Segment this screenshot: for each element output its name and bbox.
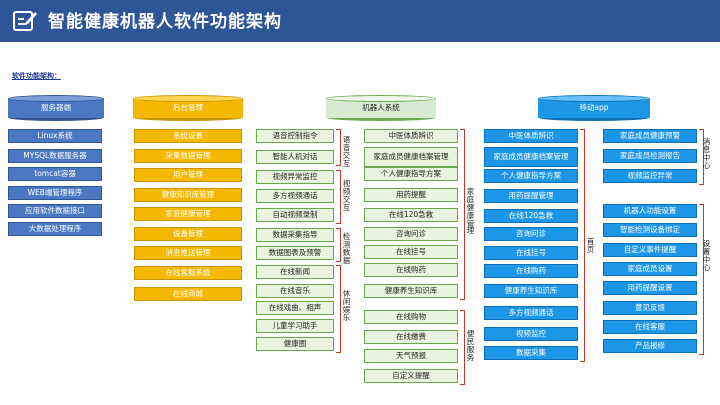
group-label-video: 视频交互 <box>342 179 351 212</box>
backend-item: 在线客服系统 <box>134 266 242 280</box>
app-home-item: 健康养生知识库 <box>484 284 578 298</box>
group-label-settings: 设置中心 <box>702 239 711 272</box>
server-item: 大数据处理程序 <box>8 222 102 236</box>
app-home-item: 在线120急救 <box>484 209 578 223</box>
robot-leisure-item: 在线新闻 <box>256 265 334 279</box>
robot-health-item: 个人健康指导方案 <box>364 167 458 181</box>
group-label-voice: 语音交互 <box>342 135 351 168</box>
robot-leisure-item: 在线音乐 <box>256 284 334 298</box>
app-header: 移动app <box>538 95 650 121</box>
bracket-voice <box>336 129 341 166</box>
bracket-health <box>460 129 465 300</box>
app-home-item: 多方视频通话 <box>484 306 578 320</box>
backend-item: 用户管理 <box>134 168 242 182</box>
server-header: 服务器端 <box>8 95 104 121</box>
robot-health-item: 健康养生知识库 <box>364 284 458 298</box>
backend-item: 消息推送管理 <box>134 246 242 260</box>
server-item: Linux系统 <box>8 129 102 143</box>
server-title: 服务器端 <box>41 103 71 112</box>
server-item: 应用软件数据接口 <box>8 204 102 218</box>
app-home-item: 中医体质辨识 <box>484 129 578 143</box>
robot-convenience-item: 在线缴费 <box>364 330 458 344</box>
robot-convenience-item: 天气预报 <box>364 349 458 363</box>
robot-health-item: 在线120急救 <box>364 208 458 222</box>
app-settings-item: 用药提醒设置 <box>603 281 697 295</box>
robot-health-item: 咨询问诊 <box>364 227 458 241</box>
backend-title: 后台管理 <box>173 103 203 112</box>
server-item: MYSQL数据服务器 <box>8 149 102 163</box>
robot-health-item: 用药提醒 <box>364 188 458 202</box>
robot-leisure-item: 健康圈 <box>256 337 334 351</box>
robot-voice-item: 语音控制指令 <box>256 129 334 143</box>
app-settings-item: 产品报修 <box>603 339 697 353</box>
app-settings-item: 机器人功能设置 <box>603 204 697 218</box>
app-message-item: 家庭成员健康预警 <box>603 129 697 143</box>
app-settings-item: 智能检测设备绑定 <box>603 223 697 237</box>
app-home-item: 视频监控 <box>484 327 578 341</box>
app-settings-item: 意见反馈 <box>603 301 697 315</box>
app-message-item: 家庭成员检测报告 <box>603 149 697 163</box>
robot-health-item: 在线挂号 <box>364 245 458 259</box>
backend-header: 后台管理 <box>133 95 243 121</box>
bracket-video <box>336 170 341 224</box>
robot-video-item: 自动视频录制 <box>256 208 334 222</box>
bracket-settings <box>699 204 704 355</box>
server-item: WEB端管理程序 <box>8 186 102 200</box>
group-label-convenience: 便民服务 <box>466 329 475 362</box>
robot-title: 机器人系统 <box>362 103 400 112</box>
group-label-detect: 检测数据 <box>342 232 351 265</box>
backend-item: 采集数据管理 <box>134 149 242 163</box>
bracket-home <box>580 129 585 362</box>
bracket-message <box>699 129 704 185</box>
app-settings-item: 家庭成员设置 <box>603 262 697 276</box>
robot-video-item: 视频异常监控 <box>256 170 334 184</box>
app-title: 移动app <box>579 103 609 112</box>
app-message-item: 视频监控异常 <box>603 169 697 183</box>
app-home-item: 用药提醒管理 <box>484 189 578 203</box>
app-home-item: 家庭成员健康档案管理 <box>484 147 578 167</box>
app-home-item: 咨询问诊 <box>484 227 578 241</box>
app-home-item: 数据采集 <box>484 346 578 360</box>
backend-item: 设备管理 <box>134 227 242 241</box>
robot-health-item: 中医体质辨识 <box>364 129 458 143</box>
robot-leisure-item: 儿童学习助手 <box>256 319 334 333</box>
bracket-detect <box>336 228 341 262</box>
bracket-convenience <box>460 310 465 385</box>
edit-document-icon <box>13 11 37 31</box>
robot-convenience-item: 自定义提醒 <box>364 369 458 383</box>
group-label-home: 首页 <box>586 237 595 254</box>
robot-leisure-item: 在线戏曲、相声 <box>256 301 334 315</box>
group-label-leisure: 休闲娱乐 <box>342 289 351 322</box>
backend-item: 系统设置 <box>134 129 242 143</box>
backend-item: 家庭健康管理 <box>134 207 242 221</box>
robot-health-item: 在线购药 <box>364 263 458 277</box>
app-home-item: 在线购药 <box>484 264 578 278</box>
page-title: 智能健康机器人软件功能架构 <box>48 12 282 32</box>
backend-item: 健康知识库管理 <box>134 188 242 202</box>
robot-voice-item: 智能人机对话 <box>256 150 334 164</box>
app-home-item: 个人健康指导方案 <box>484 169 578 183</box>
robot-convenience-item: 在线购物 <box>364 310 458 324</box>
app-settings-item: 自定义事件提醒 <box>603 243 697 257</box>
robot-detect-item: 数据采集指导 <box>256 228 334 242</box>
robot-health-item: 家庭成员健康档案管理 <box>364 147 458 167</box>
robot-header: 机器人系统 <box>326 95 436 121</box>
header-bar: 智能健康机器人软件功能架构 <box>0 0 720 42</box>
robot-video-item: 多方视频通话 <box>256 189 334 203</box>
group-label-health: 家庭健康管理 <box>466 187 475 236</box>
section-heading: 软件功能架构： <box>12 72 61 80</box>
group-label-message: 消息中心 <box>702 137 711 170</box>
app-home-item: 在线挂号 <box>484 246 578 260</box>
server-item: tomcat容器 <box>8 167 102 181</box>
backend-item: 在线商城 <box>134 287 242 301</box>
bracket-leisure <box>336 265 341 353</box>
app-settings-item: 在线客服 <box>603 320 697 334</box>
robot-detect-item: 数据图表及预警 <box>256 246 334 260</box>
